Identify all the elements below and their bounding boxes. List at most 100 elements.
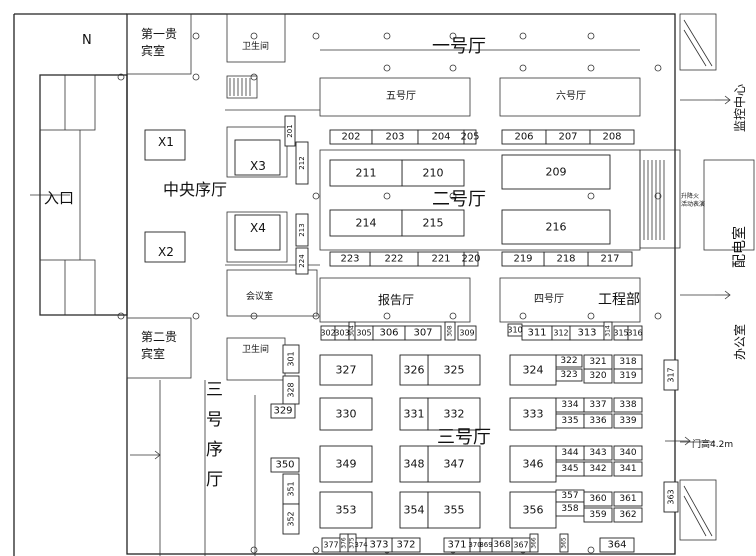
booth-x3[interactable] xyxy=(234,139,281,176)
booth-321[interactable] xyxy=(583,354,613,370)
booth-354[interactable] xyxy=(399,491,429,529)
booth-319[interactable] xyxy=(613,368,643,384)
hall3-label: 三号厅 xyxy=(437,427,491,448)
outer-walls xyxy=(13,13,755,556)
booth-number-355: 355 xyxy=(444,504,465,517)
hall2-label: 二号厅 xyxy=(432,189,486,210)
x-booths xyxy=(144,129,281,263)
booth-348[interactable] xyxy=(399,445,429,483)
booth-223[interactable] xyxy=(329,251,371,267)
booth-number-376: 376 xyxy=(341,537,348,549)
booth-216[interactable] xyxy=(501,209,611,245)
booth-number-357: 357 xyxy=(561,491,578,501)
booth-x4[interactable] xyxy=(234,214,281,251)
booth-362[interactable] xyxy=(613,507,643,523)
booth-number-340: 340 xyxy=(619,448,636,458)
booth-347[interactable] xyxy=(427,445,481,483)
booth-337[interactable] xyxy=(583,397,613,413)
booth-214[interactable] xyxy=(329,209,403,237)
booth-201[interactable] xyxy=(284,115,296,147)
booth-352[interactable] xyxy=(282,503,300,535)
booth-number-353: 353 xyxy=(336,504,357,517)
booth-340[interactable] xyxy=(613,445,643,461)
entrance-label: 入口 xyxy=(44,189,74,207)
booth-224[interactable] xyxy=(295,247,309,275)
booth-316[interactable] xyxy=(627,325,643,341)
booth-number-208: 208 xyxy=(602,132,621,143)
labels: N 一号厅 二号厅 三号厅 四号厅 五号厅 六号厅 报告厅 工程部 中央序厅 三… xyxy=(44,27,748,490)
booth-212[interactable] xyxy=(295,141,309,185)
booth-number-360: 360 xyxy=(589,494,606,504)
booth-210[interactable] xyxy=(401,159,465,187)
booth-349[interactable] xyxy=(319,445,373,483)
booth-x1[interactable] xyxy=(144,129,186,161)
booth-314[interactable] xyxy=(603,321,613,341)
booth-364[interactable] xyxy=(599,537,635,553)
booth-325[interactable] xyxy=(427,354,481,386)
booth-209[interactable] xyxy=(501,154,611,190)
booth-360[interactable] xyxy=(583,491,613,507)
booth-355[interactable] xyxy=(427,491,481,529)
booth-371[interactable] xyxy=(443,537,471,553)
booth-number-371: 371 xyxy=(447,540,466,551)
booth-363[interactable] xyxy=(663,481,679,513)
booth-346[interactable] xyxy=(509,445,557,483)
booth-number-303: 303 xyxy=(334,329,349,338)
hall6-label: 六号厅 xyxy=(556,90,586,102)
booth-317[interactable] xyxy=(663,359,679,391)
toilet1-label: 卫生间 xyxy=(242,40,269,52)
booth-353[interactable] xyxy=(319,491,373,529)
booth-331[interactable] xyxy=(399,397,429,431)
booth-number-317: 317 xyxy=(667,367,676,382)
booth-333[interactable] xyxy=(509,397,557,431)
booth-number-218: 218 xyxy=(556,254,575,265)
booth-number-203: 203 xyxy=(385,132,404,143)
booth-number-320: 320 xyxy=(589,371,606,381)
booth-301[interactable] xyxy=(282,344,300,374)
booth-number-310: 310 xyxy=(507,326,522,335)
booth-number-375: 375 xyxy=(349,537,356,549)
booth-number-339: 339 xyxy=(619,416,636,426)
booth-309[interactable] xyxy=(457,325,477,341)
booth-350[interactable] xyxy=(270,457,300,473)
booth-205[interactable] xyxy=(463,129,477,145)
booth-number-213: 213 xyxy=(298,223,306,236)
booth-215[interactable] xyxy=(401,209,465,237)
booth-number-309: 309 xyxy=(459,329,474,338)
booth-339[interactable] xyxy=(613,413,643,429)
booth-number-325: 325 xyxy=(444,364,465,377)
booth-332[interactable] xyxy=(427,397,481,431)
booth-208[interactable] xyxy=(589,129,635,145)
booth-number-327: 327 xyxy=(336,364,357,377)
meeting-label: 会议室 xyxy=(246,290,273,302)
booth-336[interactable] xyxy=(583,413,613,429)
booth-341[interactable] xyxy=(613,461,643,477)
booth-number-321: 321 xyxy=(589,357,606,367)
booth-x2[interactable] xyxy=(144,231,186,263)
booth-307[interactable] xyxy=(404,325,442,341)
booth-330[interactable] xyxy=(319,397,373,431)
booth-326[interactable] xyxy=(399,354,429,386)
booth-338[interactable] xyxy=(613,397,643,413)
booth-359[interactable] xyxy=(583,507,613,523)
booth-number-345: 345 xyxy=(561,464,578,474)
booth-number-364: 364 xyxy=(607,540,626,551)
booth-number-354: 354 xyxy=(404,504,425,517)
booth-number-219: 219 xyxy=(513,254,532,265)
booth-211[interactable] xyxy=(329,159,403,187)
booth-377[interactable] xyxy=(321,537,341,553)
booth-308[interactable] xyxy=(444,321,456,341)
booth-219[interactable] xyxy=(501,251,545,267)
power-room-label: 配电室 xyxy=(731,226,748,268)
booth-365[interactable] xyxy=(559,533,569,553)
booth-361[interactable] xyxy=(613,491,643,507)
booth-324[interactable] xyxy=(509,354,557,386)
booth-213[interactable] xyxy=(295,213,309,247)
hall5-label: 五号厅 xyxy=(386,90,416,102)
office-label: 办公室 xyxy=(732,324,747,360)
booth-327[interactable] xyxy=(319,354,373,386)
elevator-line1: 升降火 xyxy=(681,192,699,200)
booth-number-359: 359 xyxy=(589,510,606,520)
booth-329[interactable] xyxy=(270,403,296,419)
